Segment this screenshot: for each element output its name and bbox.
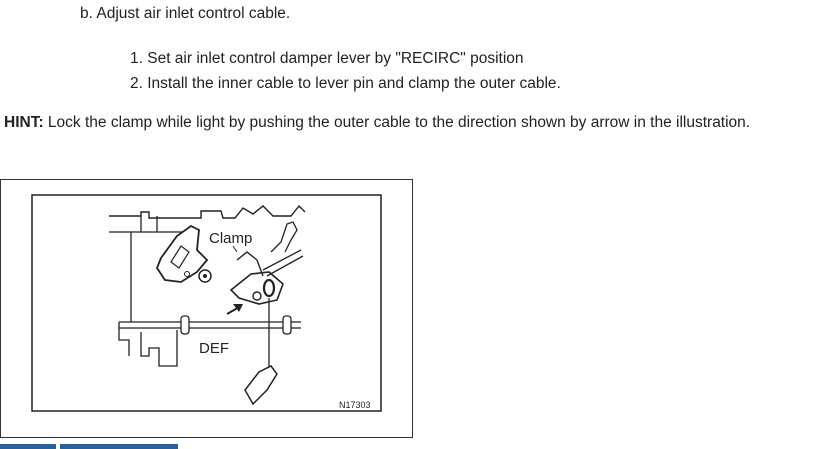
hint-label: HINT:	[4, 114, 44, 131]
step-heading: b. Adjust air inlet control cable.	[80, 5, 291, 22]
pivot-bolt-icon	[198, 269, 212, 283]
figure-number: N17303	[339, 400, 371, 410]
lever-slot	[170, 245, 190, 269]
clamp-body	[229, 271, 284, 305]
upper-lever-knob	[270, 221, 298, 253]
illustration-drawing: Clamp DEF N17303	[31, 194, 382, 412]
illustration-inner-border	[31, 194, 382, 412]
callout-def-label: DEF	[199, 340, 229, 357]
lower-handle	[244, 365, 278, 406]
substep-2: 2. Install the inner cable to lever pin …	[130, 75, 561, 92]
hint-paragraph: HINT: Lock the clamp while light by push…	[4, 114, 750, 132]
hint-text: Lock the clamp while light by pushing th…	[43, 114, 751, 131]
damper-lever-plate	[155, 224, 209, 283]
rod-joint-right	[282, 315, 292, 335]
bottom-nav-bar-right	[60, 444, 178, 449]
illustration-frame: Clamp DEF N17303	[0, 179, 413, 438]
bottom-nav-bar-left	[0, 444, 56, 449]
housing-left-outline	[109, 216, 191, 322]
pivot-bolt-center	[203, 274, 207, 278]
clamp-arm	[236, 251, 264, 277]
rod-joint-left	[180, 315, 190, 335]
push-arrow-icon	[233, 304, 243, 312]
housing-lower-left	[118, 322, 178, 367]
lever-hole	[184, 271, 190, 277]
outer-cable-upper	[262, 249, 304, 277]
control-rod	[119, 321, 301, 329]
cable-end-loop	[262, 278, 276, 298]
housing-top-outline	[109, 204, 306, 219]
clamp-leader-line	[232, 245, 238, 253]
lever-pin-icon	[252, 291, 262, 301]
callout-clamp-label: Clamp	[209, 230, 252, 247]
substep-list: 1. Set air inlet control damper lever by…	[130, 46, 561, 96]
substep-1: 1. Set air inlet control damper lever by…	[130, 50, 524, 67]
